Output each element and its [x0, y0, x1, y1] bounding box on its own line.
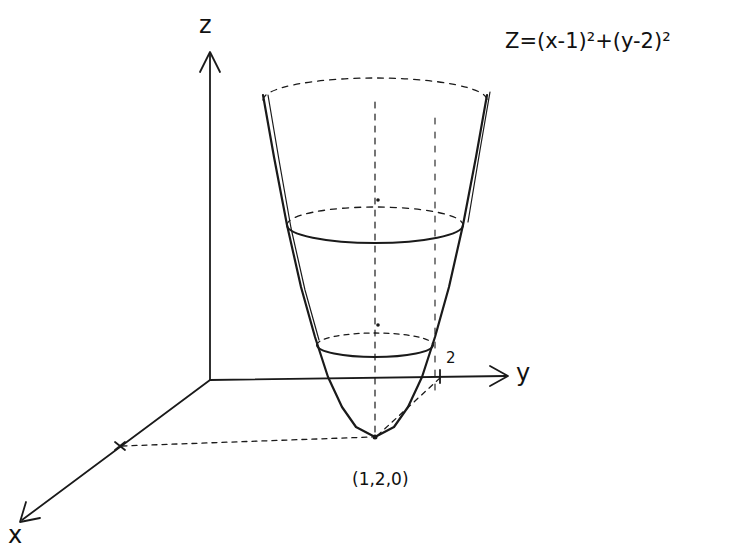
- z-arrowhead: [200, 52, 220, 72]
- equation-label: Z=(x-1)²+(y-2)²: [505, 30, 671, 53]
- y-arrowhead: [490, 366, 508, 386]
- axis-label: x: [8, 522, 22, 548]
- sketch-stroke: [268, 95, 319, 340]
- guide-line: [434, 110, 435, 390]
- x-axis: [22, 380, 210, 520]
- center-dot: [376, 198, 380, 202]
- tick-label: 2: [446, 350, 456, 367]
- axis-label: z: [199, 12, 212, 38]
- y-axis: [210, 376, 506, 380]
- y-tick: [439, 370, 441, 383]
- level-curve-back: [287, 207, 463, 225]
- point-label: (1,2,0): [352, 470, 409, 489]
- paraboloid-outline: [263, 95, 487, 437]
- x-arrowhead: [20, 502, 40, 522]
- vertex-dot: [373, 435, 378, 440]
- guide-line: [122, 437, 372, 446]
- level-curve: [287, 225, 463, 243]
- center-dot: [376, 323, 380, 327]
- axis-of-symmetry: [374, 100, 375, 432]
- level-curve-back: [317, 333, 433, 345]
- axis-label: y: [516, 360, 530, 386]
- level-curve-back: [263, 78, 487, 100]
- sketch-stroke: [468, 92, 490, 222]
- level-curve: [317, 345, 433, 357]
- z-axis: [209, 54, 211, 380]
